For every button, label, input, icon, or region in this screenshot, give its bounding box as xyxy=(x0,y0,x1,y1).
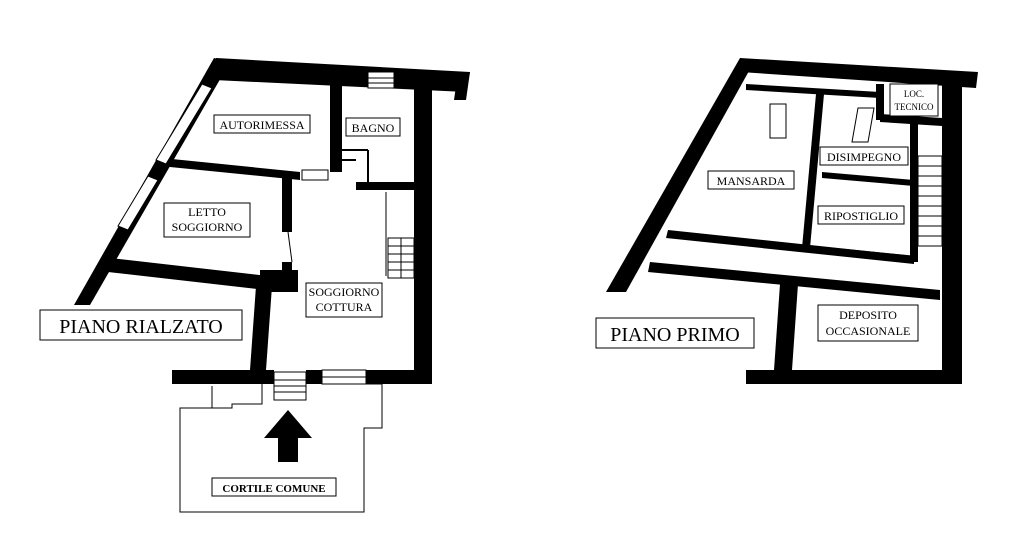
room-label-bedroom-2: SOGGIORNO xyxy=(172,220,243,234)
room-disimpegno: DISIMPEGNO xyxy=(819,146,909,166)
room-label-hallway: DISIMPEGNO xyxy=(827,150,901,164)
room-label-closet: RIPOSTIGLIO xyxy=(824,209,898,223)
wall-garage-bottom xyxy=(160,158,300,180)
skylight-right xyxy=(851,107,875,143)
entrance-arrow xyxy=(264,410,312,462)
wall-tech-left xyxy=(876,84,884,120)
window-top xyxy=(367,71,395,89)
ground-floor-stairs xyxy=(387,237,415,279)
window-diagonal-upper xyxy=(155,83,213,165)
window-garage xyxy=(301,169,329,181)
wall-lower-left xyxy=(250,286,272,370)
first-floor-stairs xyxy=(917,155,943,247)
room-label-living-1: SOGGIORNO xyxy=(309,285,380,299)
wall-hall-bottom xyxy=(822,172,914,186)
wall-top xyxy=(740,58,978,88)
wall-bed-right xyxy=(282,176,292,232)
wall-bed-bottom xyxy=(108,258,268,290)
wall-right-ext xyxy=(454,72,470,100)
room-label-garage: AUTORIMESSA xyxy=(219,118,304,132)
first-floor-openings xyxy=(769,103,913,257)
wall-attic-right xyxy=(802,94,824,248)
room-label-bathroom: BAGNO xyxy=(352,121,395,135)
first-floor-title-box: PIANO PRIMO xyxy=(595,317,755,349)
room-label-storage-1: DEPOSITO xyxy=(839,308,897,322)
ground-floor-title: PIANO RIALZATO xyxy=(59,316,223,338)
wall-bottom xyxy=(746,370,962,384)
wall-right xyxy=(942,80,962,384)
first-floor-walls xyxy=(606,58,978,384)
skylight-left xyxy=(769,103,787,139)
wall-attic-bottom xyxy=(666,230,914,264)
room-ripostiglio: RIPOSTIGLIO xyxy=(817,205,905,225)
room-mansarda: MANSARDA xyxy=(707,170,795,190)
courtyard-outline xyxy=(179,383,383,513)
room-label-bedroom-1: LETTO xyxy=(188,205,226,219)
room-label-living-2: COTTURA xyxy=(316,300,373,314)
wall-left-diagonal xyxy=(606,58,754,292)
window-diagonal-lower xyxy=(117,175,159,231)
room-loc-tecnico: LOC. TECNICO xyxy=(889,83,939,117)
wall-garage-right xyxy=(330,84,342,172)
room-label-technical-1: LOC. xyxy=(904,89,924,99)
wall-bottom-left xyxy=(172,370,274,384)
courtyard-label-box: CORTILE COMUNE xyxy=(211,477,337,497)
wall-top xyxy=(214,58,470,92)
room-autorimessa: AUTORIMESSA xyxy=(213,114,311,134)
room-soggiorno-cottura: SOGGIORNO COTTURA xyxy=(305,282,383,318)
ground-floor-plan: AUTORIMESSA BAGNO LETTO SOGGIORNO SOGGIO… xyxy=(39,58,470,513)
first-floor-title: PIANO PRIMO xyxy=(610,324,739,346)
room-label-attic: MANSARDA xyxy=(717,174,786,188)
wall-tech-bottom xyxy=(880,114,942,126)
wall-storage-left xyxy=(774,284,798,370)
room-label-technical-2: TECNICO xyxy=(895,102,934,112)
first-floor-plan: LOC. TECNICO DISIMPEGNO MANSARDA RIPOSTI… xyxy=(595,58,978,384)
courtyard-label: CORTILE COMUNE xyxy=(222,483,325,495)
wall-storage-top xyxy=(648,262,940,300)
wall-closet-right xyxy=(910,124,918,262)
wall-bath-bottom xyxy=(356,182,414,190)
room-label-storage-2: OCCASIONALE xyxy=(826,324,911,338)
room-letto-soggiorno: LETTO SOGGIORNO xyxy=(163,202,251,238)
ground-floor-openings xyxy=(117,71,395,401)
room-deposito-occasionale: DEPOSITO OCCASIONALE xyxy=(817,304,919,342)
wall-top-inner xyxy=(746,84,880,98)
wall-right xyxy=(414,86,432,384)
ground-floor-title-box: PIANO RIALZATO xyxy=(39,309,243,341)
room-bagno: BAGNO xyxy=(345,117,401,137)
